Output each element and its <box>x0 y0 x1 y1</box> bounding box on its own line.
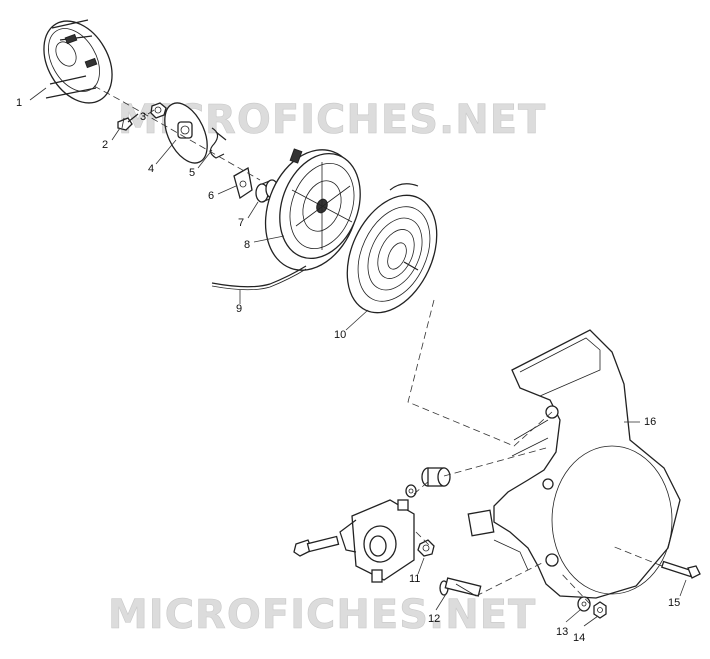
part-3-nut <box>150 102 167 119</box>
callout-13: 13 <box>556 626 568 638</box>
part-16-housing <box>467 329 681 599</box>
fuel-pump <box>339 499 415 583</box>
part-4-plate <box>164 102 208 164</box>
part-8-pulley <box>264 148 361 271</box>
part-10-recoil-spring <box>346 183 438 314</box>
callout-8: 8 <box>244 239 250 251</box>
assembly-lines <box>93 85 663 605</box>
part-1-starter-cup <box>43 19 113 104</box>
callout-2: 2 <box>102 139 108 151</box>
callout-14: 14 <box>573 632 585 644</box>
callout-15: 15 <box>668 597 680 609</box>
pump-bolt <box>293 535 340 557</box>
grommet <box>405 467 451 498</box>
callout-16: 16 <box>644 416 656 428</box>
part-14-nut <box>593 601 607 619</box>
part-11-nut <box>417 539 435 557</box>
part-15-bolt <box>660 560 701 579</box>
callout-12: 12 <box>428 613 440 625</box>
callout-1: 1 <box>16 97 22 109</box>
callout-4: 4 <box>148 163 154 175</box>
part-9-rope <box>211 265 307 291</box>
part-13-washer <box>577 596 591 612</box>
callout-7: 7 <box>238 217 244 229</box>
callout-11: 11 <box>409 573 420 585</box>
part-5-spring-clip <box>209 127 227 159</box>
callout-9: 9 <box>236 303 242 315</box>
part-6-pawl <box>233 166 253 200</box>
callout-6: 6 <box>208 190 214 202</box>
callout-leaders <box>29 87 687 627</box>
callout-10: 10 <box>334 329 346 341</box>
callout-5: 5 <box>189 167 195 179</box>
callout-3: 3 <box>140 111 146 123</box>
part-12-bolt <box>439 577 482 597</box>
watermark-bottom: MICROFICHES.NET <box>108 592 536 638</box>
part-2-bolt <box>117 113 139 131</box>
